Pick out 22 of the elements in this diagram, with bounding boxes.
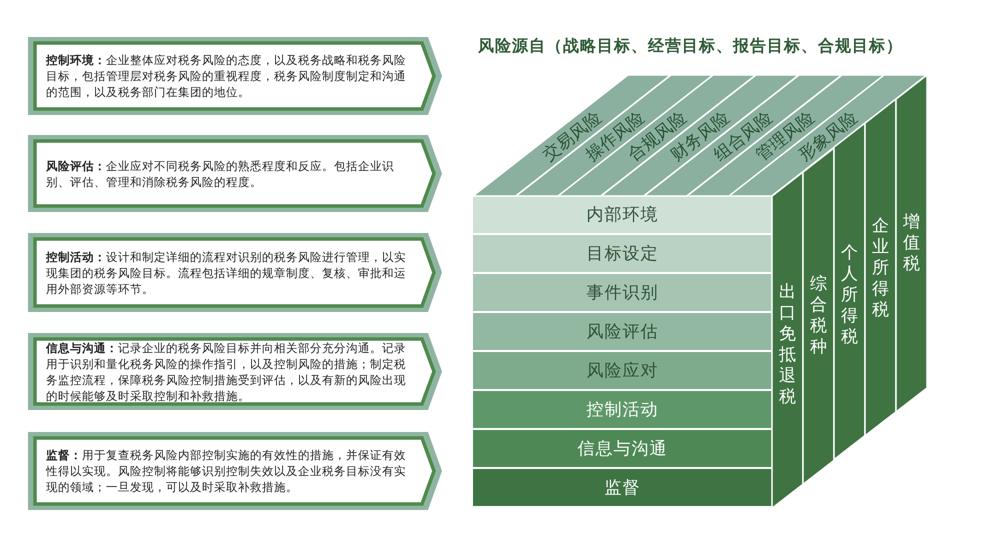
tax-column: 增值税: [896, 75, 927, 412]
arrow-callout-box: [28, 432, 442, 510]
description-text: 信息与沟通：记录企业的税务风险目标并向相关部分充分沟通。记录用于识别和量化税务风险的操作指引，以及控制风险的措施；制定税务监控流程，保障税务风险控制措施受到评估，以及有新的风险出现的时候能够及时采取控制和补救措施。: [46, 340, 407, 404]
tax-column: 出口免抵退税: [772, 172, 803, 508]
layer-band: 事件识别: [473, 274, 772, 313]
layer-band: 目标设定: [473, 235, 772, 274]
layer-band: 监督: [473, 469, 772, 508]
arrow-callout-box: [28, 333, 442, 410]
layer-band: 风险评估: [473, 313, 772, 352]
layer-band: 风险应对: [473, 352, 772, 391]
description-text: 控制环境：企业整体应对税务风险的态度，以及税务战略和税务风险目标，包括管理层对税务风险的重视程度，税务风险制度制定和沟通的范围，以及税务部门在集团的地位。: [46, 52, 407, 100]
description-text: 控制活动：设计和制定详细的流程对识别的税务风险进行管理，以实现集团的税务风险目标。流程包括详细的规章制度、复核、审批和运用外部资源等环节。: [46, 248, 407, 296]
description-text: 风险评估：企业应对不同税务风险的熟悉程度和反应。包括企业识别、评估、管理和消除税务风险的程度。: [46, 158, 395, 190]
title: 风险源自（战略目标、经营目标、报告目标、合规目标）: [478, 36, 903, 57]
arrow-callout-box: [28, 135, 442, 212]
layer-band: 控制活动: [473, 391, 772, 430]
arrow-callout-box: [28, 233, 442, 312]
arrow-callout-box: [28, 37, 442, 115]
description-text: 监督：用于复查税务风险内部控制实施的有效性的措施，并保证有效性得以实现。风险控制将能够识别控制失效以及企业税务目标没有实现的领域；一旦发现，可以及时采取补救措施。: [46, 447, 407, 495]
layer-band: 信息与沟通: [473, 430, 772, 469]
tax-column: 企业所得税: [865, 99, 896, 436]
layer-band: 内部环境: [473, 196, 772, 235]
